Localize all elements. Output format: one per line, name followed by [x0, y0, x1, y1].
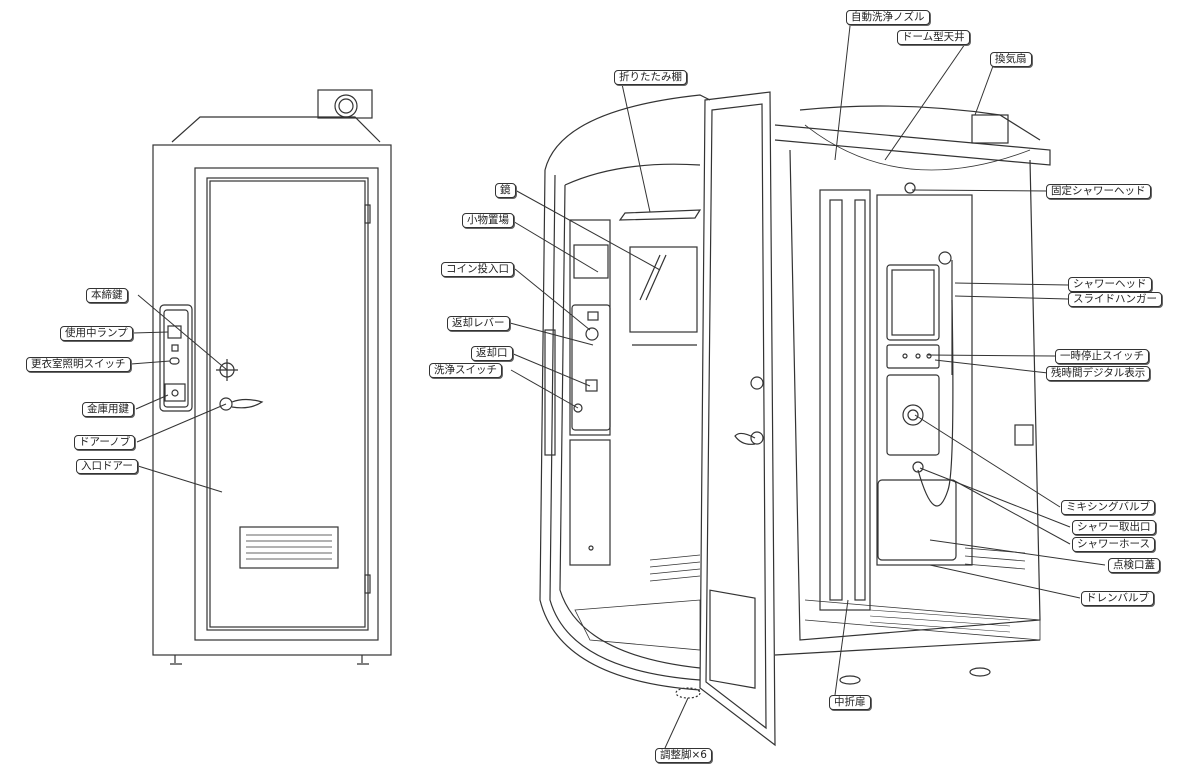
- label-return-slot: 返却口: [471, 346, 513, 361]
- label-accessory-shelf: 小物置場: [462, 213, 514, 228]
- label-entrance-door: 入口ドアー: [76, 459, 138, 474]
- label-mixing-valve: ミキシングバルブ: [1061, 500, 1155, 515]
- label-shower-head: シャワーヘッド: [1068, 277, 1152, 292]
- label-mirror: 鏡: [495, 183, 516, 198]
- label-remaining-time-display: 残時間デジタル表示: [1046, 366, 1151, 381]
- label-drain-valve: ドレンバルブ: [1081, 591, 1154, 606]
- label-shower-outlet: シャワー取出口: [1072, 520, 1156, 535]
- label-main-lock: 本締鍵: [86, 288, 128, 303]
- label-dome-ceiling: ドーム型天井: [897, 30, 970, 45]
- label-door-knob: ドアーノブ: [74, 435, 136, 450]
- left-booth-exterior: [152, 89, 392, 665]
- label-pause-switch: 一時停止スイッチ: [1055, 349, 1149, 364]
- label-dressing-light-switch: 更衣室照明スイッチ: [26, 357, 131, 372]
- label-inspection-cover: 点検口蓋: [1108, 558, 1160, 573]
- label-auto-cleaning-nozzle: 自動洗浄ノズル: [846, 10, 930, 25]
- label-adjuster-feet: 調整脚×6: [655, 748, 712, 763]
- label-return-lever: 返却レバー: [447, 316, 510, 331]
- label-slide-hanger: スライドハンガー: [1068, 292, 1162, 307]
- leader-lines: [130, 25, 1106, 749]
- label-center-folding-door: 中折扉: [829, 695, 871, 710]
- label-fixed-shower-head: 固定シャワーヘッド: [1046, 184, 1151, 199]
- label-in-use-lamp: 使用中ランプ: [60, 326, 133, 341]
- label-cleaning-switch: 洗浄スイッチ: [429, 363, 502, 378]
- right-booth-interior: [539, 91, 1051, 747]
- label-ventilation-fan: 換気扇: [990, 52, 1032, 67]
- label-shower-hose: シャワーホース: [1072, 537, 1155, 552]
- label-safe-key: 金庫用鍵: [82, 402, 134, 417]
- label-folding-shelf: 折りたたみ棚: [614, 70, 687, 85]
- label-coin-slot: コイン投入口: [441, 262, 514, 277]
